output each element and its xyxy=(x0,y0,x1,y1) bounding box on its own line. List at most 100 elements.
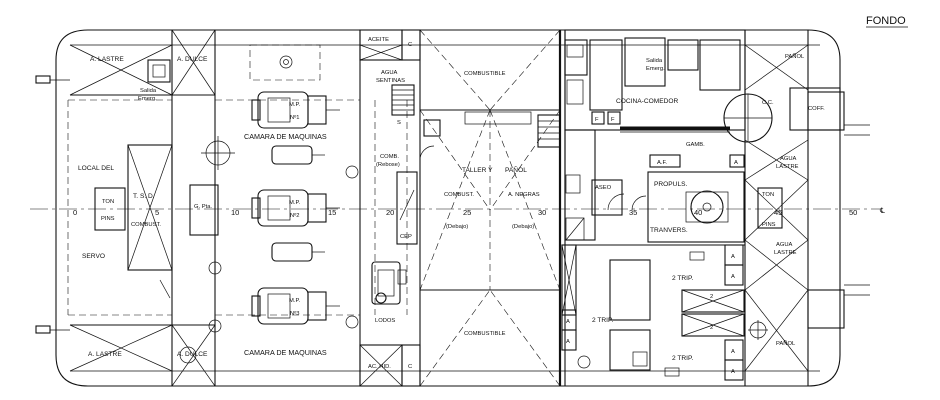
label-a-lastre-bottom: A. LASTRE xyxy=(88,351,122,358)
wc-and-corridor: ASEO xyxy=(564,129,745,246)
frame-35: 35 xyxy=(629,208,637,217)
frame-50: 50 xyxy=(849,208,857,217)
label-2-trip-1: 2 TRIP. xyxy=(592,317,614,324)
frame-0: 0 xyxy=(73,208,77,217)
frame-10: 10 xyxy=(231,208,239,217)
drain-1 xyxy=(345,165,359,179)
label-panol-mid: PAÑOL xyxy=(505,165,527,174)
label-salida-fwd: Salida xyxy=(646,58,663,64)
ton-pins-aft-box xyxy=(94,187,126,231)
aft-tanks-bottom: A. LASTRE A. DULCE xyxy=(69,324,216,387)
label-coff: COFF. xyxy=(808,106,825,112)
label-camara-top: CAMARA DE MAQUINAS xyxy=(244,132,327,141)
label-a-negras-debajo: (Debajo) xyxy=(512,224,534,230)
label-2-trip-3: 2 TRIP. xyxy=(672,355,694,362)
label-combust-debajo: (Debajo) xyxy=(446,224,468,230)
cabins: A A 2 TRIP. 2 TRIP. A A 2 2 2 TRIP. A A xyxy=(561,244,745,381)
aft-tanks-top: A. LASTRE A. DULCE Salida Emerg. xyxy=(69,29,216,102)
berth-lower xyxy=(681,313,745,337)
label-camara-bottom: CAMARA DE MAQUINAS xyxy=(244,348,327,357)
label-mp2-num: Nº2 xyxy=(290,212,300,219)
label-a-cabin-4: A xyxy=(731,369,735,375)
label-salida-aft: Salida xyxy=(140,88,157,94)
label-aseo: ASEO xyxy=(595,185,612,191)
stairs-engine: S xyxy=(391,84,415,126)
frame-20: 20 xyxy=(386,208,394,217)
label-a-lastre-top: A. LASTRE xyxy=(90,56,124,63)
label-tsd: T. S. D. xyxy=(133,193,155,200)
frame-25: 25 xyxy=(463,208,471,217)
label-local-del: LOCAL DEL xyxy=(78,165,114,172)
label-a-cabin-1: A xyxy=(731,254,735,260)
label-a-cabin-3: A xyxy=(731,349,735,355)
label-panol-bottom: PAÑOL xyxy=(776,340,796,347)
centerline: ℄ xyxy=(30,206,886,215)
bow-thruster-room: PROPULS. TRANVERS. TON PINS AGUA LASTRE xyxy=(647,171,809,291)
main-engine-2: M.P. Nº2 xyxy=(251,189,340,227)
label-a-locker-2: A xyxy=(566,339,570,345)
sludge-separator xyxy=(371,261,407,305)
cep-box xyxy=(396,171,418,245)
label-s-stairs: S xyxy=(397,120,401,126)
tsd-tank xyxy=(127,144,173,271)
frame-5: 5 xyxy=(155,208,159,217)
generator-box xyxy=(189,184,219,236)
label-emerg-aft: Emerg. xyxy=(138,96,157,102)
drain-3 xyxy=(208,319,222,333)
label-lastre-fwd: LASTRE xyxy=(776,164,799,170)
label-agua-lastre-2: AGUA xyxy=(776,242,793,248)
fuel-tanks: COMBUSTIBLE COMBUSTIBLE TALLER Y PAÑOL C… xyxy=(419,29,561,387)
label-mp1: M.P. xyxy=(289,102,301,108)
label-mp2: M.P. xyxy=(289,200,301,206)
berth-upper xyxy=(681,289,745,313)
emergency-exit-aft xyxy=(147,59,171,83)
label-aceite: ACEITE xyxy=(368,37,389,43)
galley-counter xyxy=(564,39,588,76)
label-combustible-bottom: COMBUSTIBLE xyxy=(464,331,506,337)
drain-4 xyxy=(345,315,359,329)
label-a-locker-1: A xyxy=(566,319,570,325)
label-f1: F xyxy=(595,117,599,123)
label-berth-upper: 2 xyxy=(710,294,713,300)
label-f2: F xyxy=(611,117,615,123)
label-agua: AGUA xyxy=(381,70,398,76)
tank-top-engine xyxy=(249,44,321,81)
coff-box xyxy=(789,87,841,131)
label-panol-top: PAÑOL xyxy=(785,53,805,60)
frame-30: 30 xyxy=(538,208,546,217)
label-agua-lastre-fwd: AGUA xyxy=(780,156,797,162)
label-cocina: COCINA-COMEDOR xyxy=(616,98,679,105)
label-ton-aft: TON xyxy=(102,199,114,205)
fwd-lower: PAÑOL xyxy=(744,289,809,372)
label-ton-fwd: TON xyxy=(762,192,774,198)
centerline-symbol: ℄ xyxy=(879,206,886,215)
label-g-pta: G. Pta. xyxy=(194,204,212,210)
label-berth-lower: 2 xyxy=(710,325,713,331)
workshop-counter xyxy=(464,111,532,125)
stairs-fwd xyxy=(537,114,561,148)
aux-pump-1 xyxy=(271,145,313,165)
label-combust-deb: COMBUST. xyxy=(444,192,474,198)
label-mp3: M.P. xyxy=(289,298,301,304)
label-taller: TALLER Y xyxy=(462,167,493,174)
engine-side-tanks: ACEITE C AC. HID. C AGUA SENTINAS S COMB… xyxy=(359,29,421,387)
fwd-upper: PAÑOL C.C. COFF. GAMB. A.F. A AGUA LASTR… xyxy=(620,44,841,181)
drain-2 xyxy=(208,261,222,275)
label-a-box-top: A xyxy=(734,160,738,166)
emergency-exit-fwd xyxy=(667,39,699,71)
galley: Salida Emerg. COCINA-COMEDOR F F xyxy=(564,29,746,131)
label-rebose: (Rebose) xyxy=(376,162,400,168)
engine-room: CAMARA DE MAQUINAS CAMARA DE MAQUINAS G.… xyxy=(189,44,359,357)
aux-pump-2 xyxy=(271,242,313,262)
thruster xyxy=(690,190,724,224)
frame-45: 45 xyxy=(774,208,782,217)
label-sentinas: SENTINAS xyxy=(376,78,405,84)
label-emerg-fwd: Emerg. xyxy=(646,66,665,72)
label-combustible-top: COMBUSTIBLE xyxy=(464,71,506,77)
frame-numbers: 0 5 10 15 20 25 30 35 40 45 50 xyxy=(73,208,857,217)
label-pins-fwd: PINS xyxy=(762,222,776,228)
label-servo: SERVO xyxy=(82,253,105,260)
label-cc: C.C. xyxy=(762,100,774,106)
label-mp1-num: Nº1 xyxy=(290,114,300,121)
